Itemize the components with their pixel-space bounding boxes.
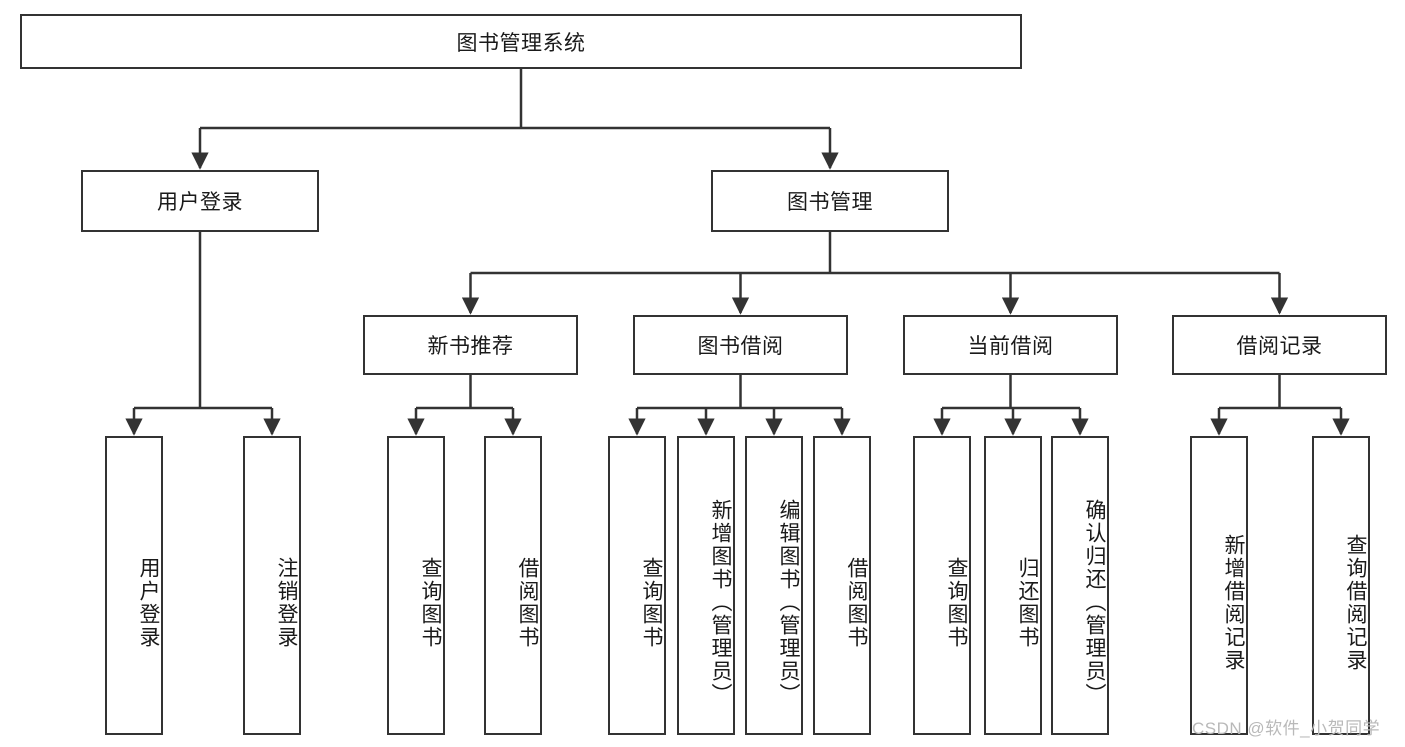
node-label: 图书借阅 bbox=[697, 335, 784, 358]
node-label: 借阅图书 bbox=[516, 556, 539, 649]
node-label: 编辑图书（管理员） bbox=[777, 499, 800, 706]
node-book-manage: 图书管理 bbox=[711, 170, 949, 232]
node-label: 用户登录 bbox=[137, 556, 160, 649]
node-label: 借阅图书 bbox=[845, 556, 868, 649]
node-label: 查询图书 bbox=[945, 556, 968, 649]
node-label: 查询图书 bbox=[419, 556, 442, 649]
node-label: 用户登录 bbox=[157, 191, 243, 214]
node-label: 新增借阅记录 bbox=[1222, 533, 1245, 672]
node-current-borrow: 当前借阅 bbox=[903, 315, 1118, 375]
node-return-book: 归还图书 bbox=[984, 436, 1042, 735]
node-query-book-1: 查询图书 bbox=[387, 436, 445, 735]
node-borrow-book-1: 借阅图书 bbox=[484, 436, 542, 735]
node-root: 图书管理系统 bbox=[20, 14, 1022, 69]
node-label: 查询借阅记录 bbox=[1344, 533, 1367, 672]
node-label: 借阅记录 bbox=[1236, 335, 1323, 358]
node-label: 确认归还（管理员） bbox=[1083, 499, 1106, 706]
node-query-book-3: 查询图书 bbox=[913, 436, 971, 735]
node-book-borrow: 图书借阅 bbox=[633, 315, 848, 375]
node-borrow-book-2: 借阅图书 bbox=[813, 436, 871, 735]
node-label: 图书管理 bbox=[787, 191, 873, 214]
node-label: 查询图书 bbox=[640, 556, 663, 649]
node-label: 当前借阅 bbox=[967, 335, 1054, 358]
node-label: 注销登录 bbox=[275, 556, 298, 649]
node-label: 归还图书 bbox=[1016, 556, 1039, 649]
node-borrow-record: 借阅记录 bbox=[1172, 315, 1387, 375]
csdn-watermark: CSDN @软件_小贺同学 bbox=[1192, 719, 1381, 738]
node-confirm-return-admin: 确认归还（管理员） bbox=[1051, 436, 1109, 735]
node-new-book-recommend: 新书推荐 bbox=[363, 315, 578, 375]
node-user-logout: 注销登录 bbox=[243, 436, 301, 735]
node-label: 图书管理系统 bbox=[456, 31, 586, 55]
node-query-book-2: 查询图书 bbox=[608, 436, 666, 735]
node-user-login-do: 用户登录 bbox=[105, 436, 163, 735]
node-add-borrow-record: 新增借阅记录 bbox=[1190, 436, 1248, 735]
node-add-book-admin: 新增图书（管理员） bbox=[677, 436, 735, 735]
node-label: 新增图书（管理员） bbox=[709, 499, 732, 706]
node-label: 新书推荐 bbox=[427, 335, 514, 358]
node-query-borrow-record: 查询借阅记录 bbox=[1312, 436, 1370, 735]
node-edit-book-admin: 编辑图书（管理员） bbox=[745, 436, 803, 735]
node-user-login: 用户登录 bbox=[81, 170, 319, 232]
